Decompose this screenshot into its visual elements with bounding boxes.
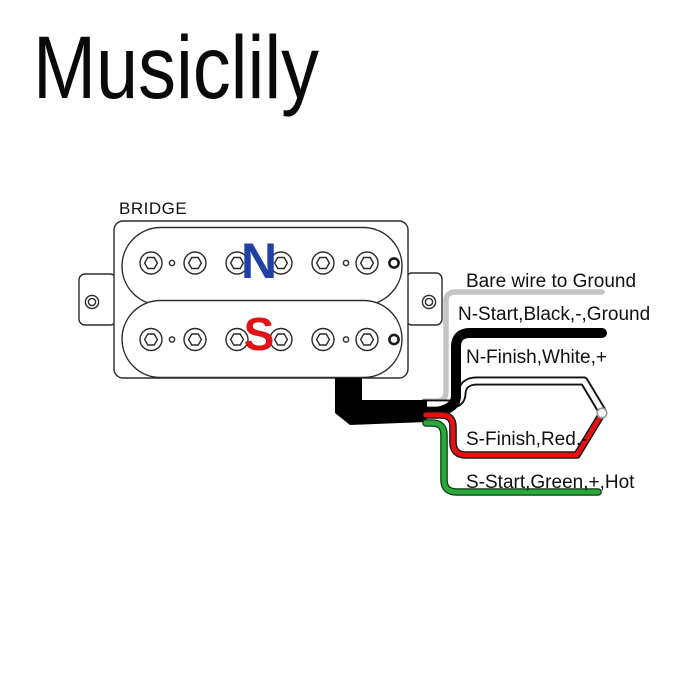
ear-screw-hole-left-inner — [87, 297, 97, 307]
pole-screw-hex-socket — [273, 256, 289, 270]
bobbin-south — [121, 299, 403, 379]
pole-screw-hex-socket — [229, 256, 245, 270]
bobbin-end-hole — [388, 333, 400, 346]
brand-logo: Musiclily — [33, 17, 319, 117]
pole-spacer-dot — [342, 336, 350, 343]
pole-screw-hex-socket — [359, 256, 375, 270]
south-polarity-letter: S — [244, 308, 275, 360]
pole-spacer-dot — [168, 336, 176, 343]
pole-screw-hex-socket — [187, 333, 203, 346]
pole-field — [139, 251, 400, 352]
solder-joint — [596, 407, 608, 419]
pole-screw-hex-socket — [143, 256, 159, 270]
wire-label-north-finish: N-Finish,White,+ — [466, 347, 607, 368]
ear-screw-hole-right-inner — [424, 297, 434, 307]
wire-north-start — [423, 328, 607, 418]
pole-screw-hex-socket — [315, 333, 331, 346]
north-polarity-letter: N — [241, 233, 277, 289]
pole-spacer-dot — [342, 259, 350, 267]
pole-screw-hex-socket — [359, 333, 375, 346]
cable-sheath — [335, 378, 427, 425]
pole-screw-hex-socket — [187, 256, 203, 270]
pole-screw-hex-socket — [229, 333, 245, 346]
pole-screw-hex-socket — [273, 333, 289, 346]
wire-south-start — [423, 420, 601, 495]
pole-screw-hex-socket — [143, 333, 159, 346]
pole-spacer-dot — [168, 259, 176, 267]
bobbin-end-hole — [388, 257, 400, 269]
pole-screw-hex-socket — [315, 256, 331, 270]
pickup-body: N S — [78, 220, 443, 379]
wire-label-south-finish: S-Finish,Red,- — [466, 429, 587, 450]
wire-south-finish — [423, 412, 603, 458]
wire-label-south-start: S-Start,Green,+,Hot — [466, 472, 635, 493]
wire-label-north-start: N-Start,Black,-,Ground — [458, 304, 650, 325]
pickup-position-label: BRIDGE — [119, 199, 187, 218]
wire-label-bare: Bare wire to Ground — [466, 271, 636, 292]
